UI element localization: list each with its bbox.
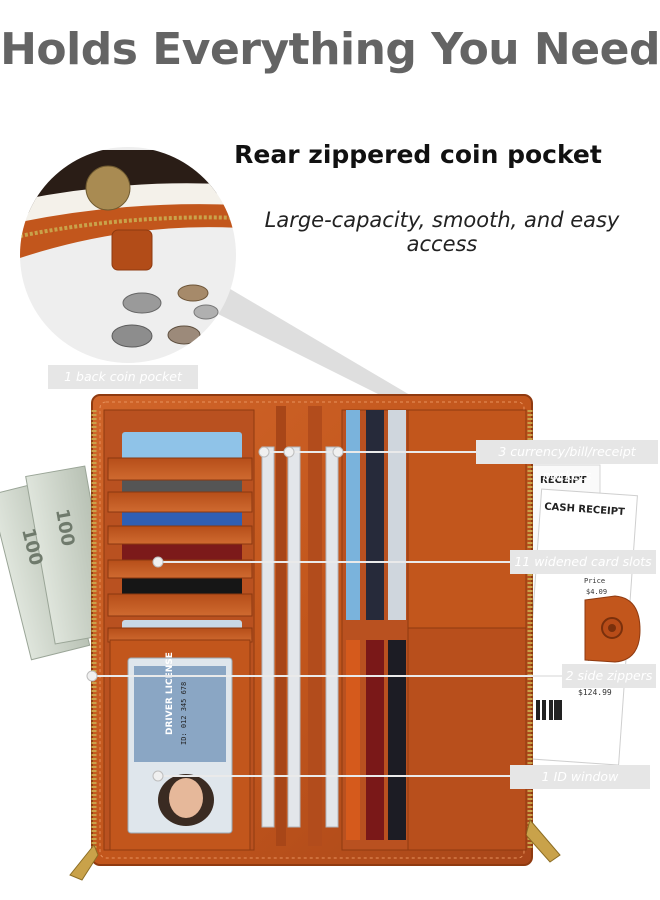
callout-coin-pocket: 1 back coin pocket [48, 365, 198, 389]
svg-text:$4.09: $4.09 [586, 588, 607, 596]
callout-card-slots: 11 widened card slots [510, 550, 656, 574]
tagline: Large-capacity, smooth, and easy access [264, 208, 620, 256]
svg-text:Price: Price [584, 577, 605, 585]
callout-dots [86, 446, 344, 782]
callout-currency-pockets: 3 currency/bill/receipt pockets [476, 440, 658, 483]
svg-text:DRIVER LICENSE: DRIVER LICENSE [165, 652, 175, 735]
callout-id-window: 1 ID window [510, 765, 650, 789]
svg-text:ID: 012 345 678: ID: 012 345 678 [180, 682, 188, 745]
svg-text:$124.99: $124.99 [578, 688, 612, 697]
svg-text:RECEIPT: RECEIPT [540, 475, 587, 486]
headline: Holds Everything You Need [0, 24, 660, 75]
callout-leaders [92, 451, 562, 777]
snap-tab [584, 595, 641, 663]
coin-pocket-zoom [20, 147, 410, 400]
subhead: Rear zippered coin pocket [234, 140, 602, 169]
wallet-body: DRIVER LICENSE ID: 012 345 678 [69, 394, 561, 881]
callout-side-zippers: 2 side zippers [562, 664, 656, 688]
